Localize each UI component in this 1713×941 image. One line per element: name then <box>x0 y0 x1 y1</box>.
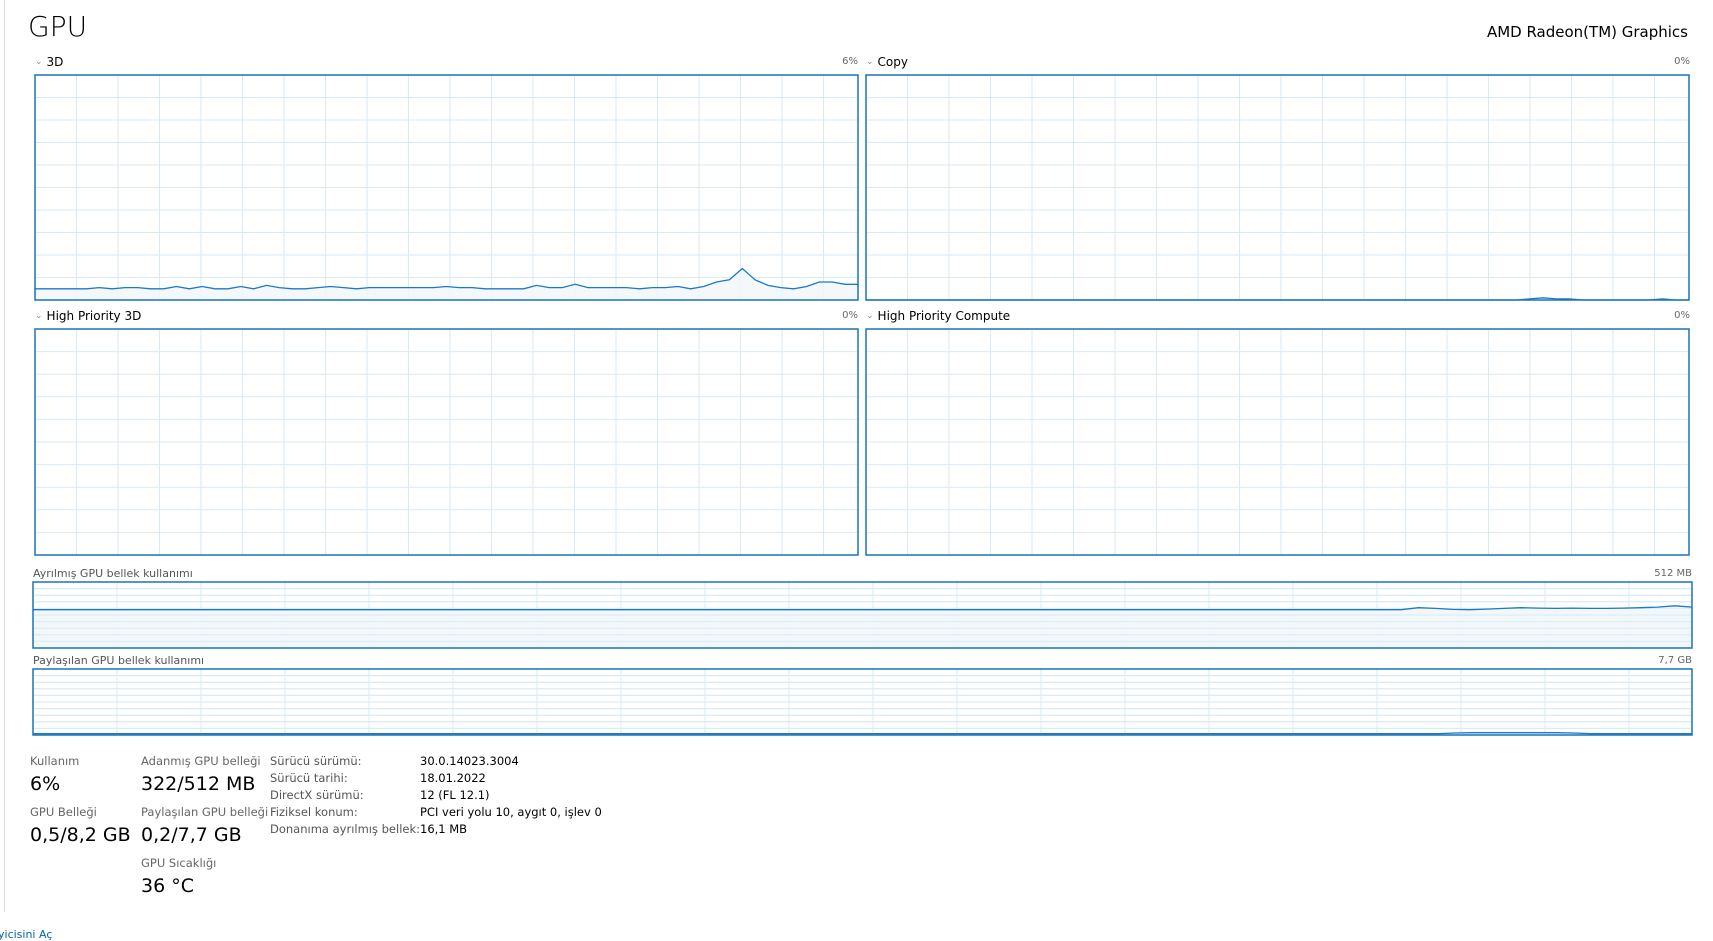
usage-label: Kullanım <box>30 754 80 768</box>
detail-label: Fiziksel konum: <box>270 805 358 819</box>
graph-border <box>34 74 859 301</box>
engine-value: 0% <box>842 310 858 321</box>
shared-memory-max: 7,7 GB <box>1658 655 1692 666</box>
detail-label: Donanıma ayrılmış bellek: <box>270 822 421 836</box>
device-name: AMD Radeon(TM) Graphics <box>1486 23 1688 41</box>
chevron-down-icon: ⌄ <box>866 311 874 321</box>
series-area <box>35 268 858 300</box>
shared-memory-graph <box>32 668 1693 736</box>
dedicated-value: 322/512 MB <box>141 773 256 795</box>
engine-label: 3D <box>46 55 64 69</box>
engine-selector-copy[interactable]: ⌄Copy <box>866 55 908 69</box>
engine-graph-high-priority-3d <box>34 328 859 556</box>
engine-value: 0% <box>1674 56 1690 67</box>
details-table: Sürücü sürümü: 30.0.14023.3004 Sürücü tar… <box>270 754 602 836</box>
dedicated-memory-graph <box>32 581 1693 649</box>
temperature-value: 36 °C <box>141 875 194 897</box>
gpu-memory-label: GPU Belleği <box>30 805 97 819</box>
gpu-memory-value: 0,5/8,2 GB <box>30 824 131 846</box>
page-title: GPU <box>28 10 88 43</box>
detail-value: 18.01.2022 <box>420 771 486 785</box>
detail-label: DirectX sürümü: <box>270 788 364 802</box>
shared-label: Paylaşılan GPU belleği <box>141 805 269 819</box>
shared-value: 0,2/7,7 GB <box>141 824 242 846</box>
detail-label: Sürücü sürümü: <box>270 754 362 768</box>
dedicated-memory-max: 512 MB <box>1654 568 1692 579</box>
dedicated-label: Adanmış GPU belleği <box>141 754 261 768</box>
usage-value: 6% <box>30 773 61 795</box>
chevron-down-icon: ⌄ <box>35 57 43 67</box>
engine-value: 0% <box>1674 310 1690 321</box>
chevron-down-icon: ⌄ <box>866 57 874 67</box>
series-line <box>33 732 1692 735</box>
open-resource-monitor-link[interactable]: yicisini Aç <box>0 928 53 941</box>
chevron-down-icon: ⌄ <box>35 311 43 321</box>
graph-border <box>865 328 1690 556</box>
shared-memory-label: Paylaşılan GPU bellek kullanımı <box>33 654 205 667</box>
left-divider <box>4 0 5 912</box>
engine-selector-high-priority-compute[interactable]: ⌄High Priority Compute <box>866 309 1010 323</box>
detail-value: 30.0.14023.3004 <box>420 754 519 768</box>
detail-value: PCI veri yolu 10, aygıt 0, işlev 0 <box>420 805 602 819</box>
engine-graph-copy <box>865 74 1690 301</box>
engine-graph-high-priority-compute <box>865 328 1690 556</box>
detail-label: Sürücü tarihi: <box>270 771 348 785</box>
graph-border <box>865 74 1690 301</box>
dedicated-memory-label: Ayrılmış GPU bellek kullanımı <box>33 567 193 580</box>
engine-graph-3d <box>34 74 859 301</box>
temperature-label: GPU Sıcaklığı <box>141 856 217 870</box>
engine-value: 6% <box>842 56 858 67</box>
series-line <box>35 267 858 290</box>
engine-label: High Priority Compute <box>877 309 1011 323</box>
graph-border <box>32 581 1693 649</box>
graph-border <box>32 668 1693 736</box>
engine-selector-3d[interactable]: ⌄3D <box>35 55 63 69</box>
detail-value: 16,1 MB <box>420 822 468 836</box>
engine-label: Copy <box>877 55 908 69</box>
graph-border <box>34 328 859 556</box>
engine-selector-high-priority-3d[interactable]: ⌄High Priority 3D <box>35 309 141 323</box>
engine-label: High Priority 3D <box>46 309 142 323</box>
series-line <box>33 605 1693 611</box>
detail-value: 12 (FL 12.1) <box>420 788 490 802</box>
series-area <box>33 605 1692 648</box>
